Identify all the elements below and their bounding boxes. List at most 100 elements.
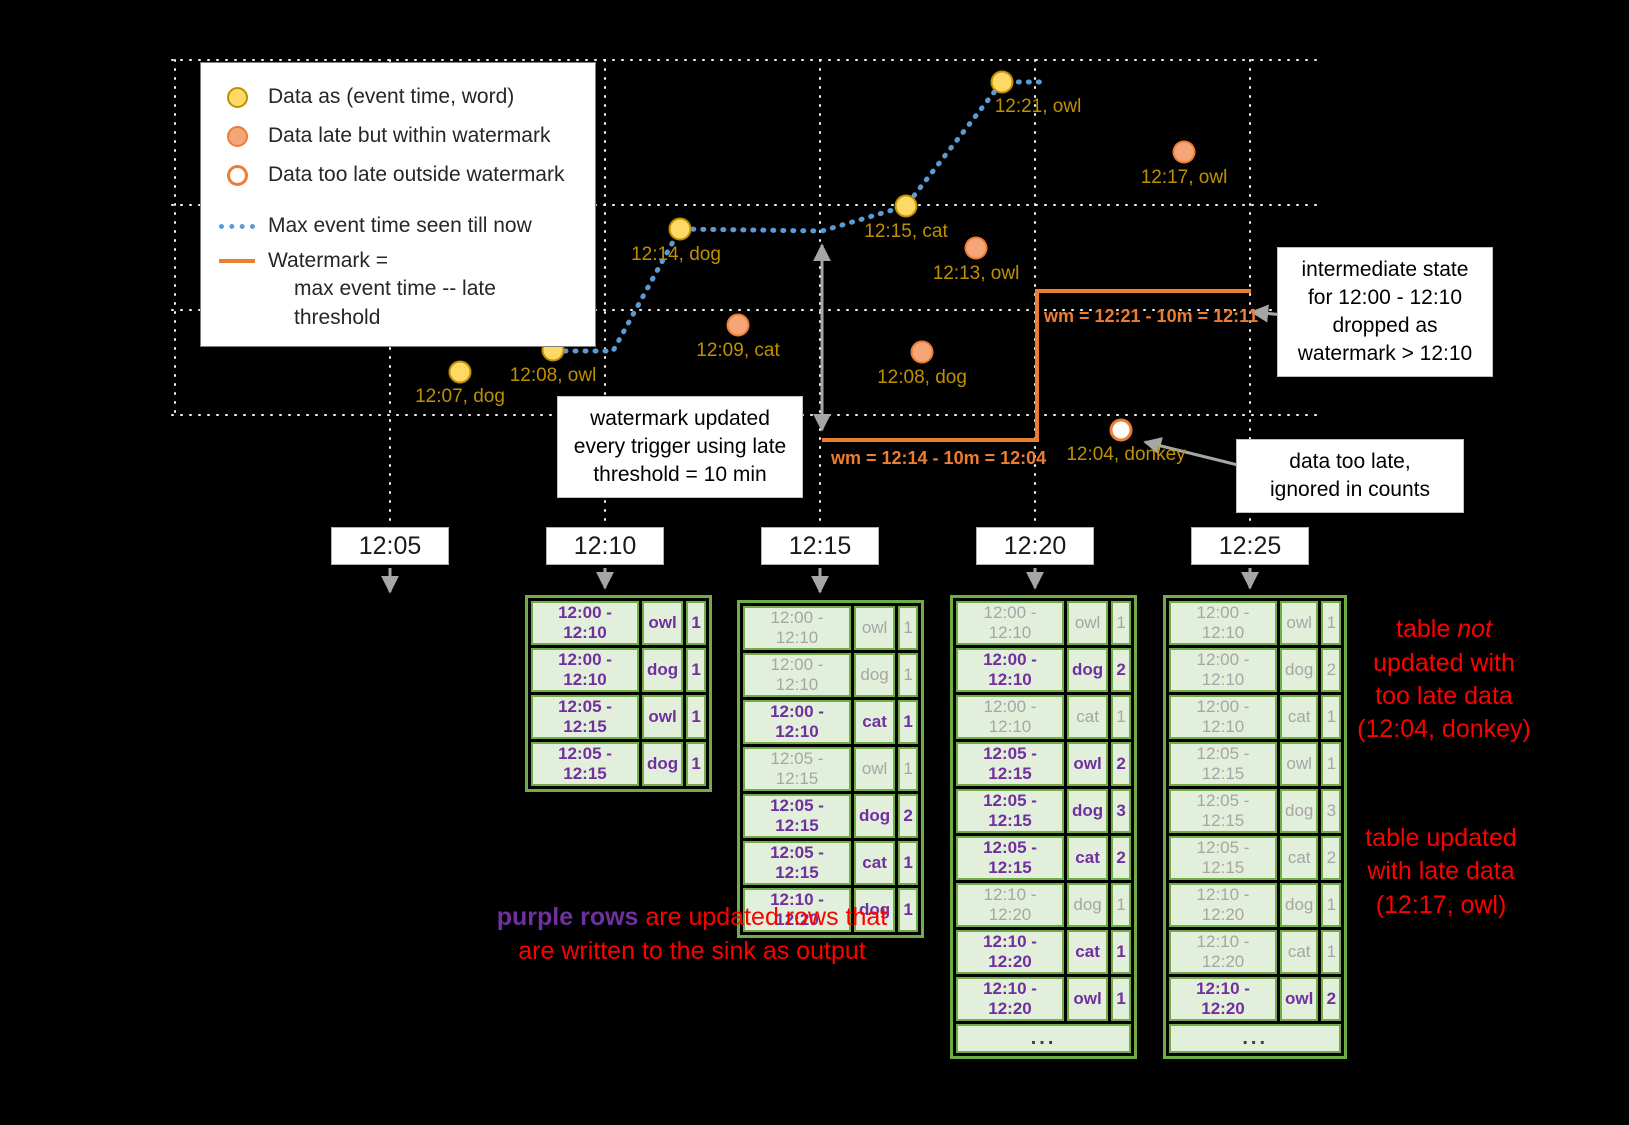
not-updated-italic: not	[1457, 615, 1492, 644]
count-cell: 1	[898, 700, 919, 744]
data-point-ontime	[668, 217, 692, 241]
data-point-label: 12:08, owl	[509, 365, 597, 386]
count-cell: 2	[898, 794, 919, 838]
legend-item-toolate: Data too late outside watermark	[219, 157, 577, 193]
watermark-line-icon	[219, 259, 255, 263]
data-point-ontime	[448, 360, 472, 384]
data-point-label: 12:13, owl	[932, 263, 1020, 284]
word-cell: cat	[1280, 836, 1319, 880]
callout-watermark-updated: watermark updated every trigger using la…	[557, 396, 803, 498]
word-cell: dog	[854, 653, 896, 697]
table-row-ellipsis: ...	[956, 1024, 1132, 1053]
purple-rows-highlight: purple rows	[496, 903, 639, 932]
window-cell: 12:00 - 12:10	[956, 648, 1064, 692]
word-cell: owl	[854, 747, 896, 791]
count-cell: 1	[898, 606, 919, 650]
word-cell: dog	[1280, 648, 1319, 692]
late-point-icon	[226, 125, 248, 147]
word-cell: dog	[642, 648, 684, 692]
callout-too-late: data too late, ignored in counts	[1236, 439, 1464, 513]
count-cell: 1	[1321, 695, 1342, 739]
ellipsis-cell: ...	[1169, 1024, 1342, 1053]
window-cell: 12:00 - 12:10	[743, 653, 851, 697]
word-cell: cat	[854, 841, 896, 885]
word-cell: owl	[1067, 977, 1109, 1021]
legend-item-ontime: Data as (event time, word)	[219, 79, 577, 115]
word-cell: dog	[1067, 648, 1109, 692]
word-cell: owl	[642, 601, 684, 645]
not-updated-note: table not updated with too late data (12…	[1348, 580, 1540, 746]
window-cell: 12:00 - 12:10	[1169, 648, 1277, 692]
word-cell: owl	[1280, 601, 1319, 645]
word-cell: owl	[1067, 601, 1109, 645]
count-cell: 1	[898, 841, 919, 885]
data-point-ontime	[990, 70, 1014, 94]
window-cell: 12:00 - 12:10	[956, 695, 1064, 739]
window-cell: 12:05 - 12:15	[531, 695, 639, 739]
data-point-label: 12:21, owl	[994, 96, 1082, 117]
count-cell: 1	[1321, 883, 1342, 927]
window-cell: 12:10 - 12:20	[743, 888, 851, 932]
trigger-time-1205: 12:05	[331, 527, 449, 565]
trigger-down-arrows	[381, 568, 1259, 594]
legend-swatch	[219, 125, 255, 147]
count-cell: 1	[686, 648, 707, 692]
count-cell: 1	[686, 601, 707, 645]
not-updated-pre: table	[1396, 615, 1458, 644]
count-cell: 3	[1321, 789, 1342, 833]
word-cell: dog	[854, 888, 896, 932]
window-cell: 12:05 - 12:15	[531, 742, 639, 786]
word-cell: cat	[1280, 695, 1319, 739]
data-point-ontime	[894, 194, 918, 218]
legend-label: Data too late outside watermark	[268, 163, 565, 186]
legend-item-late: Data late but within watermark	[219, 118, 577, 154]
data-point-late	[910, 340, 934, 364]
window-cell: 12:00 - 12:10	[743, 700, 851, 744]
window-cell: 12:10 - 12:20	[1169, 930, 1277, 974]
data-point-late	[726, 313, 750, 337]
count-cell: 1	[1111, 930, 1132, 974]
window-cell: 12:10 - 12:20	[956, 883, 1064, 927]
word-cell: cat	[1280, 930, 1319, 974]
legend-label-line2: max event time -- late threshold	[294, 277, 496, 329]
window-cell: 12:00 - 12:10	[531, 648, 639, 692]
watermark-step-line	[822, 289, 1251, 442]
word-cell: dog	[1280, 789, 1319, 833]
count-cell: 2	[1321, 977, 1342, 1021]
count-cell: 2	[1321, 648, 1342, 692]
count-cell: 2	[1111, 836, 1132, 880]
purple-rows-note: purple rows are updated rows that are wr…	[480, 868, 904, 968]
word-cell: dog	[1067, 883, 1109, 927]
word-cell: owl	[1280, 742, 1319, 786]
data-point-label: 12:04, donkey	[1066, 444, 1186, 465]
window-cell: 12:05 - 12:15	[743, 841, 851, 885]
data-point-late	[964, 236, 988, 260]
word-cell: cat	[1067, 695, 1109, 739]
legend: Data as (event time, word) Data late but…	[200, 62, 596, 348]
ellipsis-cell: ...	[956, 1024, 1132, 1053]
legend-label: Max event time seen till now	[268, 214, 532, 237]
count-cell: 1	[1321, 930, 1342, 974]
data-point-toolate	[1109, 418, 1133, 442]
window-cell: 12:10 - 12:20	[956, 977, 1064, 1021]
window-cell: 12:05 - 12:15	[956, 836, 1064, 880]
window-cell: 12:00 - 12:10	[1169, 601, 1277, 645]
legend-label-line1: Watermark =	[268, 249, 388, 272]
word-cell: owl	[642, 695, 684, 739]
